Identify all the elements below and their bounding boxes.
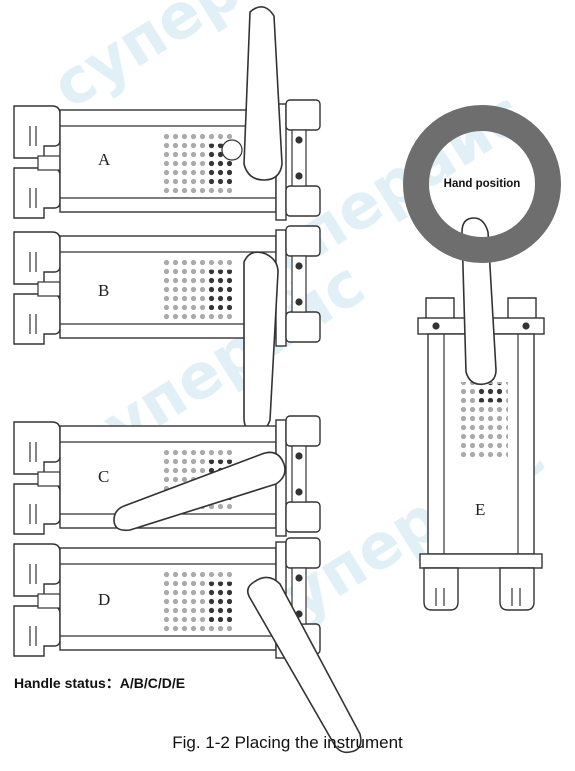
handle-b <box>243 251 279 433</box>
handle-a <box>243 6 283 181</box>
hand-position-label: Hand position <box>443 178 521 190</box>
figure-caption: Fig. 1-2 Placing the instrument <box>172 733 403 752</box>
unit-label-a: A <box>98 150 111 169</box>
instrument-e <box>403 105 561 611</box>
unit-label-d: D <box>98 590 111 609</box>
unit-label-e: E <box>475 500 486 519</box>
unit-label-b: B <box>98 281 110 300</box>
instrument-d <box>13 537 362 754</box>
handle-d <box>246 576 362 754</box>
instrument-a <box>13 6 321 221</box>
unit-label-c: C <box>98 467 110 486</box>
instrument-c <box>13 415 321 537</box>
handle-c <box>113 451 286 532</box>
hand-position-ring <box>403 105 561 263</box>
handle-status-label: Handle status：A/B/C/D/E <box>14 675 186 691</box>
